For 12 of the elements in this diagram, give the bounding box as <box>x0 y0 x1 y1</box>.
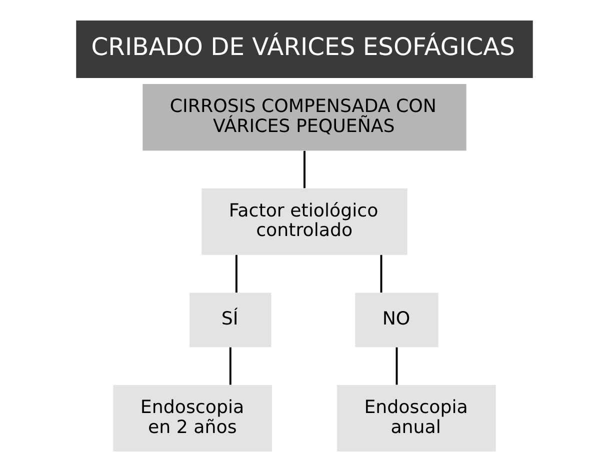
node-box: NO <box>355 292 438 348</box>
node-box: SÍ <box>190 292 272 348</box>
node-box: CIRROSIS COMPENSADA CON VÁRICES PEQUEÑAS <box>142 84 466 151</box>
connector <box>380 254 382 293</box>
connector <box>396 347 398 385</box>
diagram-title: CRIBADO DE VÁRICES ESOFÁGICAS <box>91 33 516 62</box>
node-box: Endoscopia en 2 años <box>113 384 272 452</box>
node-box: Factor etiológico controlado <box>202 188 408 255</box>
connector <box>304 150 306 188</box>
node-box: Endoscopia anual <box>337 384 496 452</box>
connector <box>235 254 238 293</box>
connector <box>229 347 232 385</box>
